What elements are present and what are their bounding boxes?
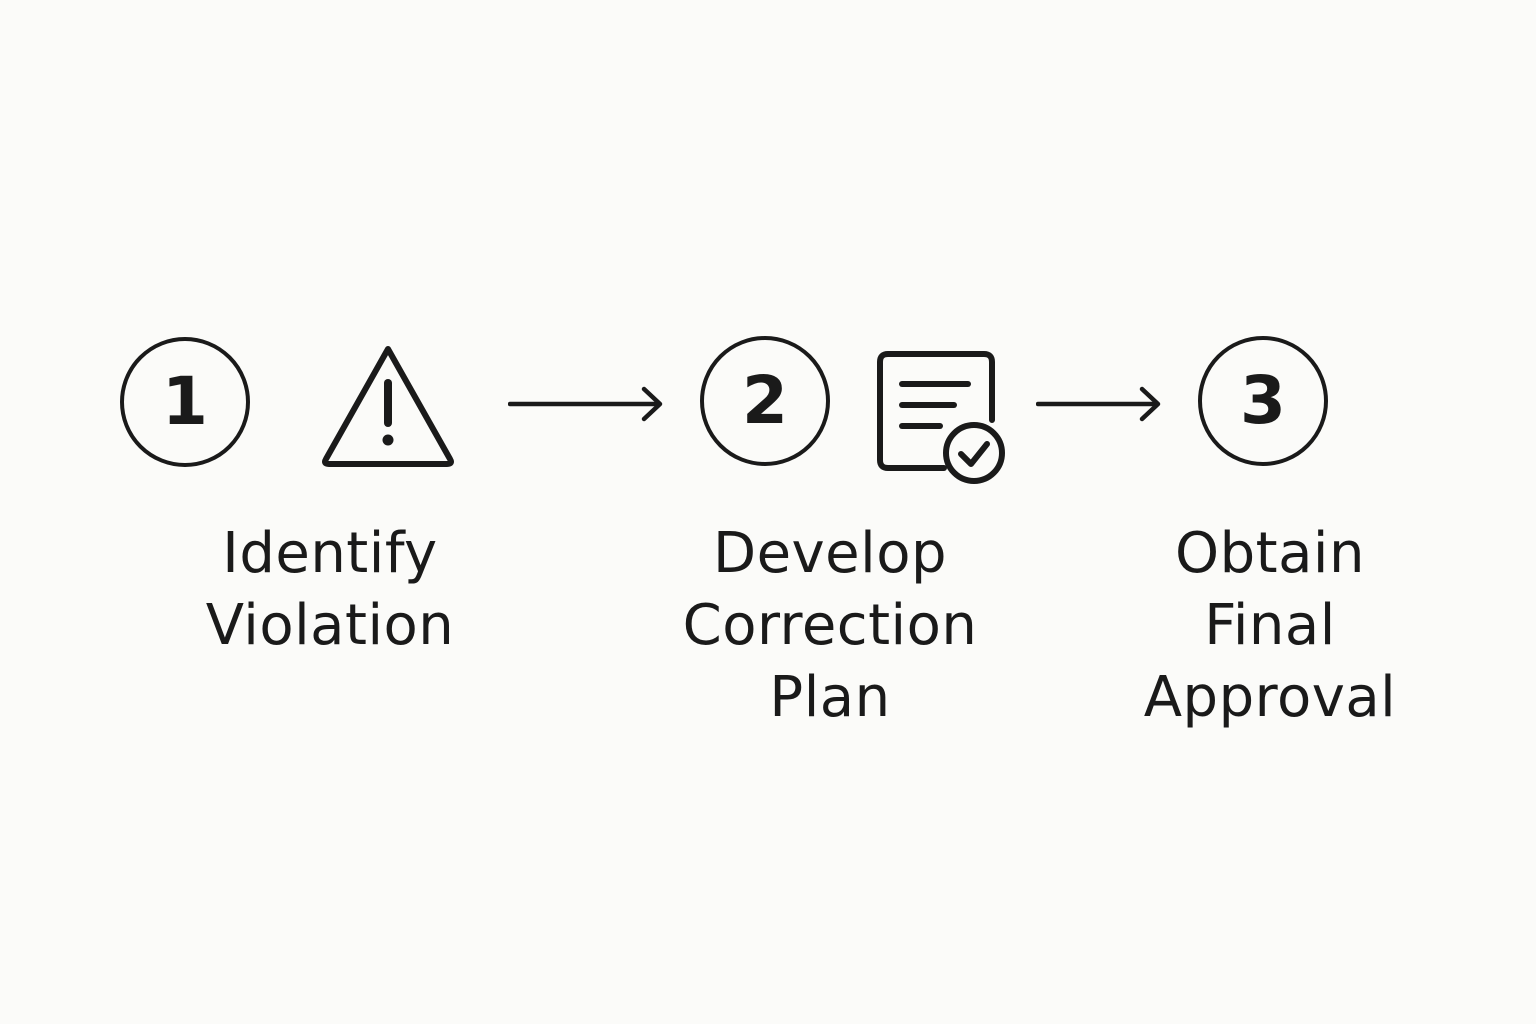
warning-icon bbox=[322, 346, 454, 467]
step-2-number-circle: 2 bbox=[700, 336, 830, 466]
step-3-label-line-3: Approval bbox=[1143, 665, 1397, 730]
step-3-label: Obtain Final Approval bbox=[1110, 518, 1430, 734]
step-3-label-line-1: Obtain bbox=[1175, 521, 1365, 586]
step-2-label-line-3: Plan bbox=[769, 665, 891, 730]
step-3-number: 3 bbox=[1240, 362, 1286, 439]
document-check-icon bbox=[877, 351, 1005, 484]
step-1-label: Identify Violation bbox=[180, 518, 480, 662]
step-1-number-circle: 1 bbox=[120, 337, 250, 467]
step-1-label-line-2: Violation bbox=[205, 593, 455, 658]
step-2-label-line-1: Develop bbox=[712, 521, 948, 586]
arrow-right-icon bbox=[1036, 386, 1161, 422]
step-2-label: Develop Correction Plan bbox=[660, 518, 1000, 734]
step-1-label-line-1: Identify bbox=[222, 521, 438, 586]
arrow-right-icon bbox=[508, 386, 663, 422]
step-3-number-circle: 3 bbox=[1198, 336, 1328, 466]
step-2-label-line-2: Correction bbox=[682, 593, 978, 658]
step-2-number: 2 bbox=[742, 362, 788, 439]
step-1-number: 1 bbox=[162, 363, 208, 440]
step-3-label-line-2: Final bbox=[1204, 593, 1336, 658]
